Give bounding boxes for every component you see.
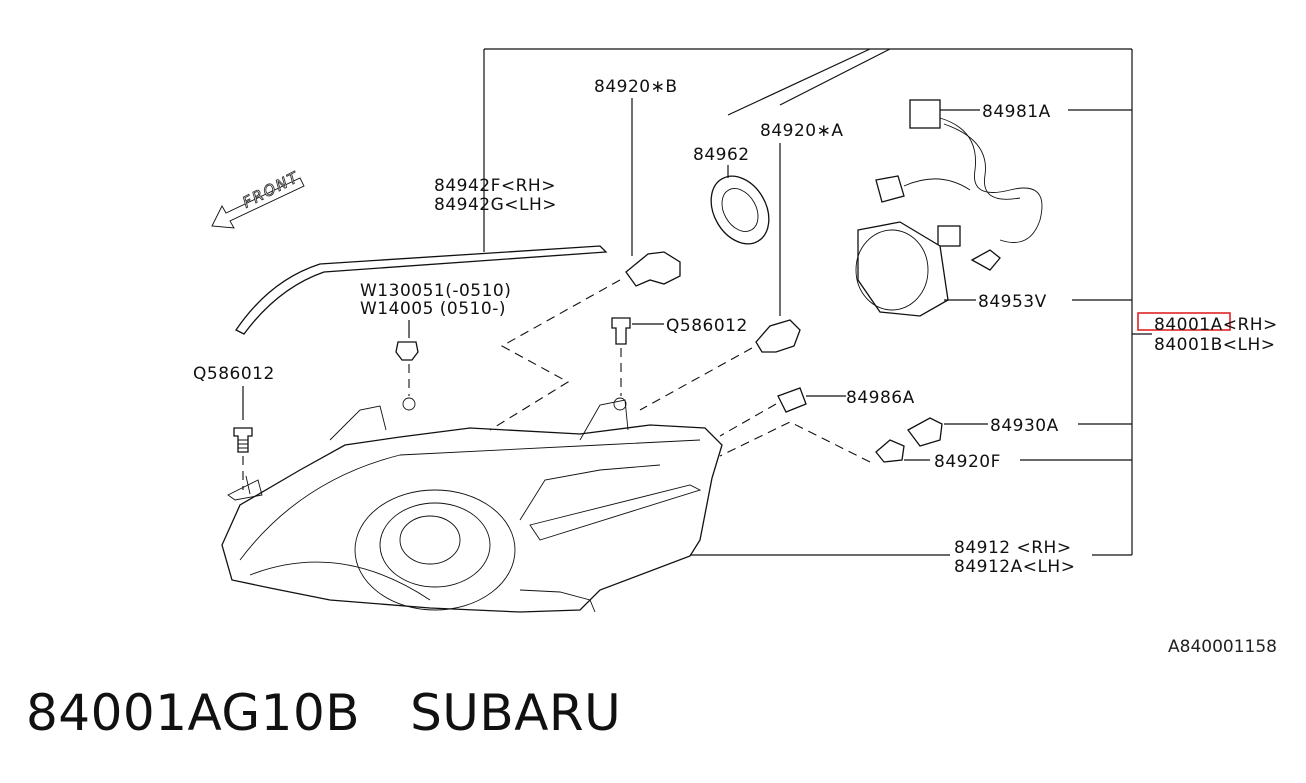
label-q586012-right: Q586012 [666, 316, 748, 336]
trim-strip [235, 245, 608, 335]
leader-lines [690, 109, 1152, 556]
label-84962: 84962 [693, 145, 750, 165]
caption: 84001AG10B SUBARU [26, 684, 621, 742]
front-arrow-icon: FRONT [211, 167, 305, 229]
bulb-84920f [719, 421, 930, 463]
bolt-left [233, 386, 253, 490]
label-84920a: 84920∗A [760, 121, 843, 141]
label-84920b: 84920∗B [594, 77, 678, 97]
headlamp-assembly [221, 397, 723, 613]
label-84942f: 84942F<RH> [434, 176, 556, 196]
bulb-84920a [639, 143, 801, 411]
socket-84930a [907, 417, 988, 447]
label-q586012-left: Q586012 [193, 364, 275, 384]
grommet [395, 320, 419, 396]
highlight-box [1137, 312, 1231, 331]
harness-84981a [875, 99, 1043, 271]
front-label: FRONT [240, 168, 303, 212]
housing-84953v [855, 221, 976, 317]
bolt-center [611, 317, 664, 396]
label-84942g: 84942G<LH> [434, 195, 557, 215]
bulb-84920b [489, 98, 681, 431]
diagram-reference: A840001158 [1168, 637, 1277, 657]
brand-name: SUBARU [410, 684, 622, 742]
cap-84962 [710, 48, 891, 245]
label-84930a: 84930A [990, 416, 1059, 436]
label-84912a: 84912A<LH> [954, 557, 1075, 577]
label-84912: 84912 <RH> [954, 538, 1072, 558]
label-84986a: 84986A [846, 388, 915, 408]
label-w130051: W130051(-0510) [360, 281, 511, 301]
label-84981a: 84981A [982, 102, 1051, 122]
socket-84986a [719, 387, 846, 437]
part-number: 84001AG10B [26, 684, 361, 742]
label-w14005: W14005 (0510-) [360, 299, 506, 319]
frame-lines [483, 48, 1133, 555]
label-84001a: 84001A<RH> [1154, 315, 1278, 335]
label-84953v: 84953V [978, 292, 1047, 312]
label-84001b: 84001B<LH> [1154, 335, 1276, 355]
label-84920f: 84920F [934, 452, 1001, 472]
